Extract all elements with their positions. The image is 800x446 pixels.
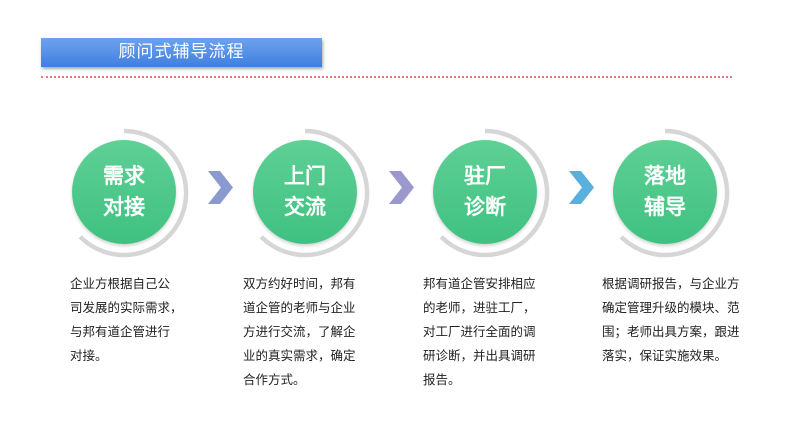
desc-line: 邦有道企管安排相应	[423, 276, 536, 291]
progress-ring-icon	[259, 128, 370, 258]
step-label-line: 辅导	[644, 195, 686, 219]
chevron-right-icon	[569, 171, 594, 204]
step-implementation-coaching: 落地 辅导	[600, 128, 730, 258]
desc-line: 双方约好时间，邦有	[243, 276, 356, 291]
step-factory-diagnosis: 驻厂 诊断	[420, 128, 550, 258]
step-description: 邦有道企管安排相应 的老师，进驻工厂， 对工厂进行全面的调 研诊断，并出具调研 …	[423, 272, 536, 392]
desc-line: 道企管的老师与企业	[243, 300, 356, 315]
step-label-line: 需求	[103, 164, 145, 188]
step-circle: 上门 交流	[253, 140, 357, 244]
desc-line: 围；老师出具方案，跟进	[602, 324, 740, 339]
desc-line: 研诊断，并出具调研	[423, 348, 536, 363]
desc-line: 落实，保证实施效果。	[602, 348, 728, 363]
step-label-line: 驻厂	[464, 164, 506, 188]
step-description: 双方约好时间，邦有 道企管的老师与企业 方进行交流，了解企 业的真实需求，确定 …	[243, 272, 356, 392]
progress-ring-icon	[619, 128, 730, 258]
desc-line: 合作方式。	[243, 372, 306, 387]
dotted-divider	[41, 76, 732, 78]
chevron-right-icon	[208, 171, 233, 204]
desc-line: 企业方根据自己公	[70, 276, 171, 291]
desc-line: 确定管理升级的模块、范	[602, 300, 740, 315]
step-onsite-communication: 上门 交流	[240, 128, 370, 258]
page-title: 顾问式辅导流程	[41, 38, 322, 67]
desc-line: 对工厂进行全面的调	[423, 324, 536, 339]
desc-line: 司发展的实际需求，	[70, 300, 183, 315]
step-label-line: 交流	[284, 195, 326, 219]
desc-line: 的老师，进驻工厂，	[423, 300, 536, 315]
step-description: 企业方根据自己公 司发展的实际需求， 与邦有道企管进行 对接。	[70, 272, 183, 368]
step-demand-docking: 需求 对接	[59, 128, 189, 258]
desc-line: 报告。	[423, 372, 461, 387]
step-description: 根据调研报告，与企业方 确定管理升级的模块、范 围；老师出具方案，跟进 落实，保…	[602, 272, 740, 368]
desc-line: 业的真实需求，确定	[243, 348, 356, 363]
step-circle: 驻厂 诊断	[433, 140, 537, 244]
step-label-line: 落地	[644, 164, 686, 188]
progress-ring-icon	[439, 128, 550, 258]
chevron-right-icon	[389, 171, 414, 204]
step-label-line: 诊断	[464, 195, 506, 219]
step-label-line: 对接	[103, 195, 145, 219]
desc-line: 对接。	[70, 348, 108, 363]
progress-ring-icon	[78, 128, 189, 258]
desc-line: 与邦有道企管进行	[70, 324, 171, 339]
step-circle: 需求 对接	[72, 140, 176, 244]
step-label-line: 上门	[284, 164, 326, 188]
desc-line: 根据调研报告，与企业方	[602, 276, 740, 291]
step-circle: 落地 辅导	[613, 140, 717, 244]
desc-line: 方进行交流，了解企	[243, 324, 356, 339]
